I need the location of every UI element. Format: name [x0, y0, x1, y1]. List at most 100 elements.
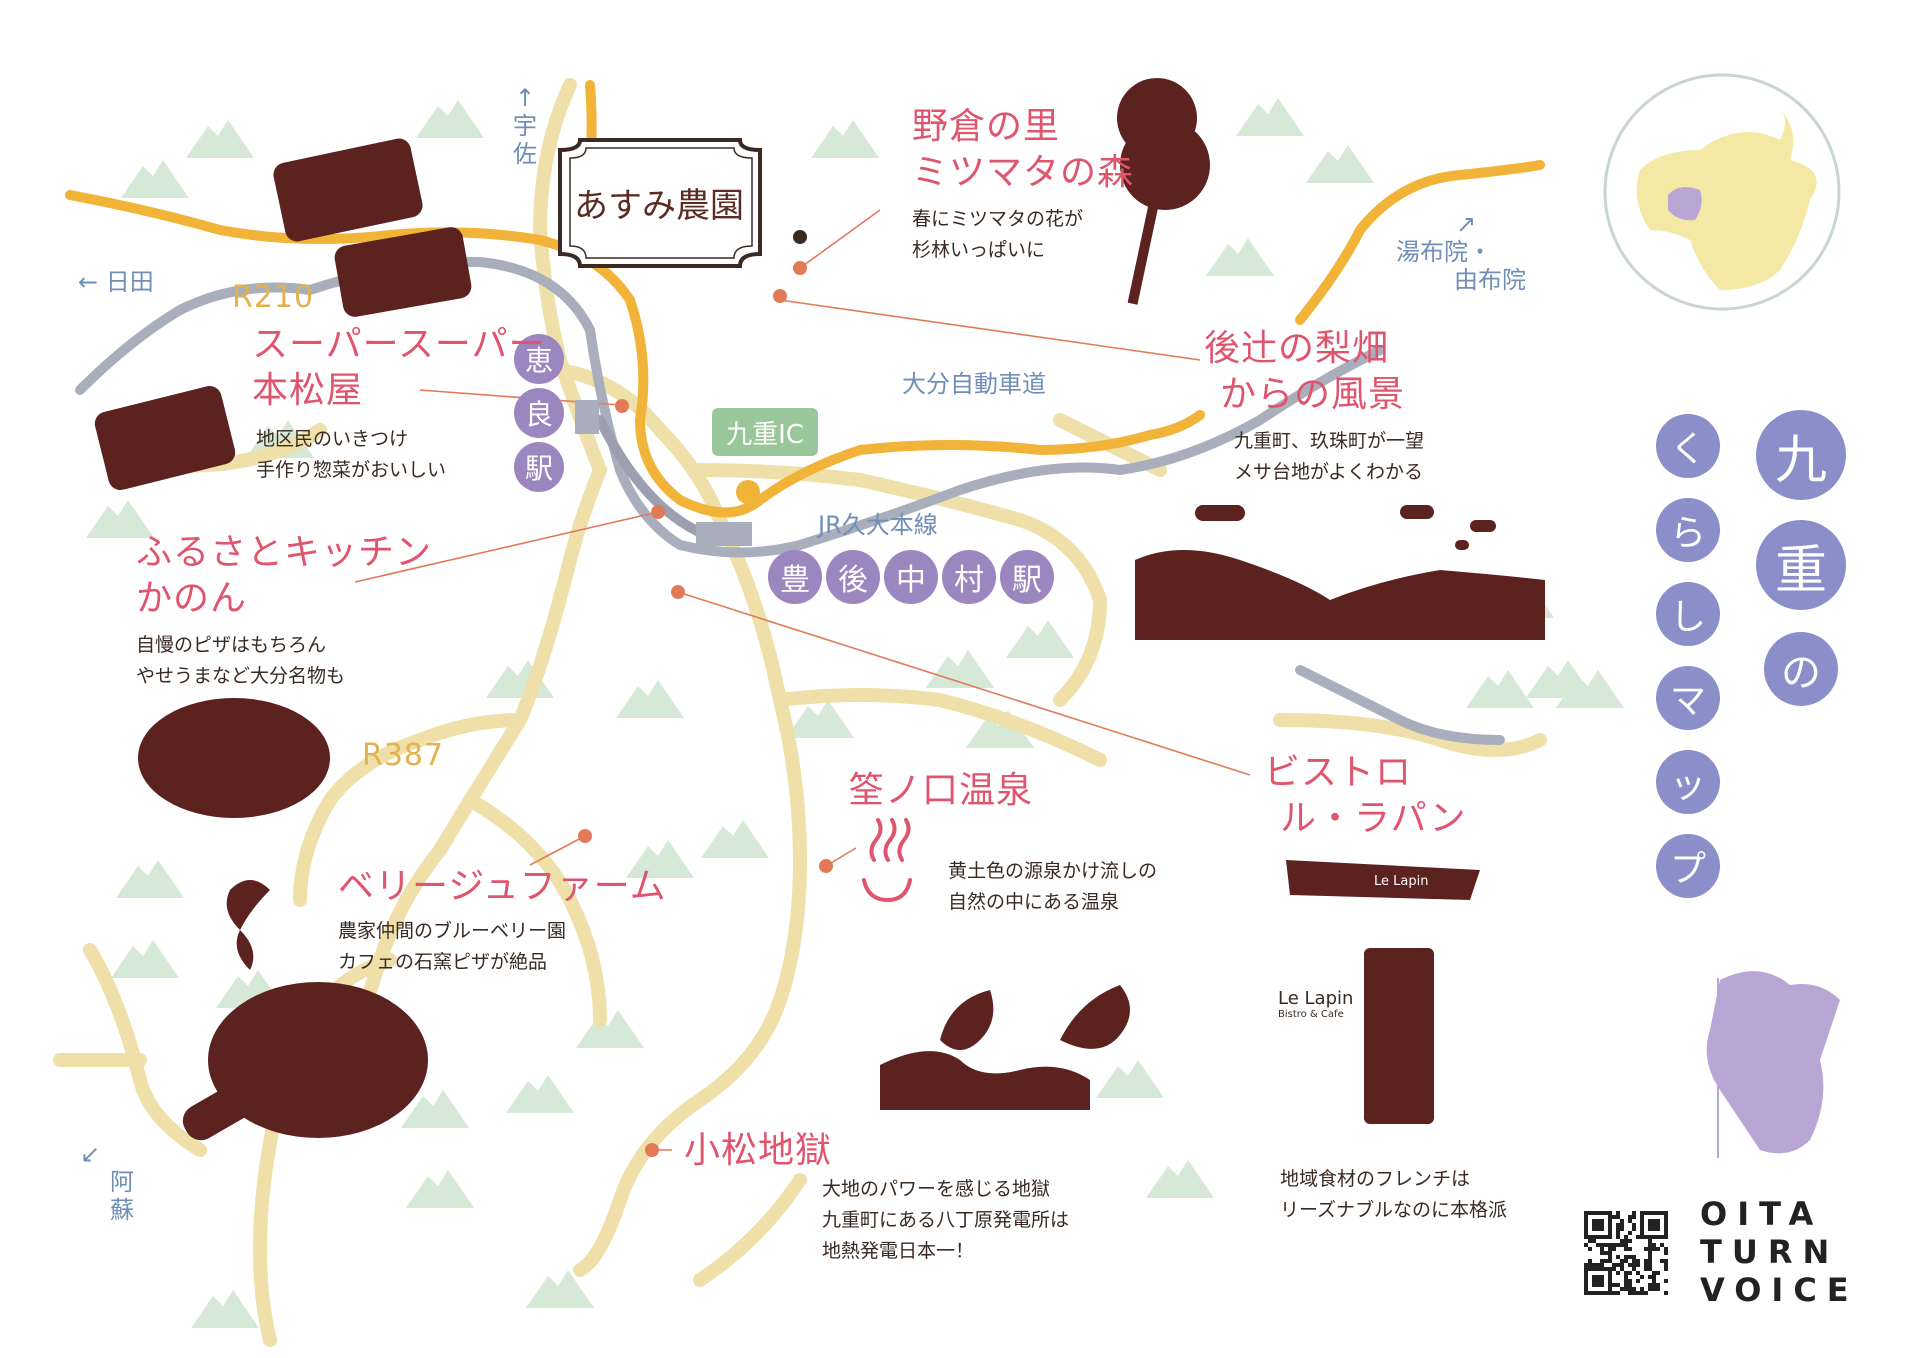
spot-motomatsuya[interactable]: スーパースーパー 本松屋 地区民のいきつけ 手作り惣菜がおいしい — [252, 322, 545, 486]
mountain-icon — [111, 940, 179, 978]
spot-name: 筌ノ口温泉 — [848, 770, 1034, 811]
mountain-icon — [86, 500, 154, 538]
shop-awning-sign: Le Lapin — [1374, 874, 1429, 889]
ebara-station-mark — [575, 400, 599, 434]
kokonoe-ic-label: 九重IC — [712, 408, 818, 456]
pizza-plate-illustration — [138, 698, 330, 818]
onsen-symbol-icon — [862, 818, 912, 903]
spot-desc: 農家仲間のブルーベリー園 — [338, 920, 567, 942]
spot-desc: 地熱発電日本一！ — [822, 1240, 975, 1262]
expressway-label: 大分自動車道 — [902, 370, 1046, 398]
spot-komatsu-desc: 大地のパワーを感じる地獄 九重町にある八丁原発電所は 地熱発電日本一！ — [822, 1174, 1069, 1267]
ebara-station-char: 良 — [514, 388, 564, 438]
mountain-icon — [811, 120, 879, 158]
mountain-icon — [1096, 1060, 1164, 1098]
spot-name: 後辻の梨畑 — [1204, 328, 1390, 369]
mountain-icon — [1306, 145, 1374, 183]
oita-locator-circle — [1603, 73, 1841, 311]
oita-turn-voice-logo: OITA TURN VOICE — [1700, 1195, 1859, 1309]
spot-kasanokuchi-desc: 黄土色の源泉かけ流しの 自然の中にある温泉 — [948, 856, 1157, 918]
title-char: の — [1764, 632, 1838, 706]
mountain-icon — [966, 710, 1034, 748]
ebara-station-char: 恵 — [514, 334, 564, 384]
ebara-station-char: 駅 — [514, 442, 564, 492]
mountain-icon — [1556, 670, 1624, 708]
mountain-icon — [1236, 98, 1304, 136]
arrow-downleft-icon: ↙ — [80, 1140, 101, 1168]
spot-desc: 自然の中にある温泉 — [948, 891, 1120, 913]
spot-name: ベリージュファーム — [338, 866, 667, 907]
mountain-icon — [401, 1090, 469, 1128]
bistro-logo: Le Lapin Bistro & Cafe — [1278, 988, 1354, 1020]
spot-desc: やせうまなど大分名物も — [136, 665, 346, 687]
spot-desc: メサ台地がよくわかる — [1234, 461, 1424, 483]
title-char: プ — [1656, 834, 1720, 898]
spot-desc: 地域食材のフレンチは — [1280, 1168, 1471, 1190]
spot-dots — [578, 261, 833, 1157]
spot-desc: 黄土色の源泉かけ流しの — [948, 860, 1158, 882]
spot-name: からの風景 — [1220, 374, 1406, 415]
spot-komatsu[interactable]: 小松地獄 — [684, 1128, 832, 1174]
spot-desc: カフェの石窯ピザが絶品 — [338, 951, 548, 973]
mountain-icons — [86, 98, 1624, 1328]
spot-berry[interactable]: ベリージュファーム 農家仲間のブルーベリー園 カフェの石窯ピザが絶品 — [338, 864, 667, 978]
mountain-icon — [1006, 620, 1074, 658]
mountain-icon — [626, 840, 694, 878]
spot-desc: リーズナブルなのに本格派 — [1280, 1199, 1508, 1221]
arrow-up-icon: ↑ — [514, 84, 536, 112]
bungo-nakamura-station-char: 中 — [884, 550, 938, 604]
mountain-icon — [926, 650, 994, 688]
title-char: く — [1656, 414, 1720, 478]
mountain-icon — [416, 100, 484, 138]
spot-desc: 地区民のいきつけ — [256, 428, 409, 450]
direction-hita: ← 日田 — [78, 268, 154, 296]
farm-name-sign: あすみ農園 — [574, 185, 744, 226]
spot-gotsuji[interactable]: 後辻の梨畑 からの風景 九重町、玖珠町が一望 メサ台地がよくわかる — [1204, 326, 1424, 488]
spot-name: ビストロ — [1264, 752, 1413, 793]
spot-bistro-desc: 地域食材のフレンチは リーズナブルなのに本格派 — [1280, 1164, 1507, 1226]
farm-sign-frame — [558, 138, 762, 268]
spot-name: 小松地獄 — [684, 1130, 833, 1171]
bento-illustration-2 — [334, 227, 472, 317]
direction-usa: ↑ 宇 佐 — [510, 84, 540, 168]
spot-kanon[interactable]: ふるさとキッチン かのん 自慢のピザはもちろん やせうまなど大分名物も — [136, 530, 432, 692]
kokonoe-highlight — [1668, 186, 1702, 221]
farm-pin — [793, 230, 807, 244]
mountain-icon — [1206, 238, 1274, 276]
spot-desc: 自慢のピザはもちろん — [136, 634, 327, 656]
illustrations — [94, 78, 1545, 1141]
spot-bistro[interactable]: ビストロ ル・ラパン — [1264, 750, 1466, 842]
mountain-icon — [1146, 1160, 1214, 1198]
direction-yufuin: ↗ 湯布院・ 由布院 — [1396, 210, 1526, 294]
spot-name: スーパースーパー — [252, 324, 546, 365]
spot-name: ル・ラパン — [1280, 798, 1467, 839]
title-char: ッ — [1656, 750, 1720, 814]
mountain-icon — [116, 860, 184, 898]
bungo-nakamura-station-char: 後 — [826, 550, 880, 604]
route-r387-label: R387 — [362, 738, 445, 773]
arrow-upright-icon: ↗ — [1456, 210, 1477, 238]
route-r210-label: R210 — [232, 280, 315, 315]
spot-desc: 手作り惣菜がおいしい — [256, 459, 447, 481]
mountain-icon — [191, 1290, 259, 1328]
spot-desc: 杉林いっぱいに — [912, 239, 1046, 261]
kokonoe-town-shape — [1706, 971, 1840, 1154]
jr-line-label: JR久大本線 — [818, 511, 938, 539]
spot-desc: 春にミツマタの花が — [912, 208, 1084, 230]
mountain-icon — [186, 120, 254, 158]
bento-illustration-3 — [94, 386, 236, 490]
spot-desc: 九重町、玖珠町が一望 — [1234, 430, 1425, 452]
spot-kasanokuchi[interactable]: 筌ノ口温泉 — [848, 768, 1033, 814]
bento-illustration-1 — [273, 138, 423, 242]
title-char: し — [1656, 582, 1720, 646]
mountain-icon — [406, 1170, 474, 1208]
kokonoe-ic-mark — [736, 480, 760, 504]
mountain-icon — [526, 1270, 594, 1308]
qr-code[interactable] — [1584, 1211, 1668, 1295]
spot-name: 野倉の里 — [912, 106, 1061, 147]
spot-nogura[interactable]: 野倉の里 ミツマタの森 春にミツマタの花が 杉林いっぱいに — [912, 104, 1134, 266]
title-char: ら — [1656, 498, 1720, 562]
title-char: 九 — [1756, 410, 1846, 500]
